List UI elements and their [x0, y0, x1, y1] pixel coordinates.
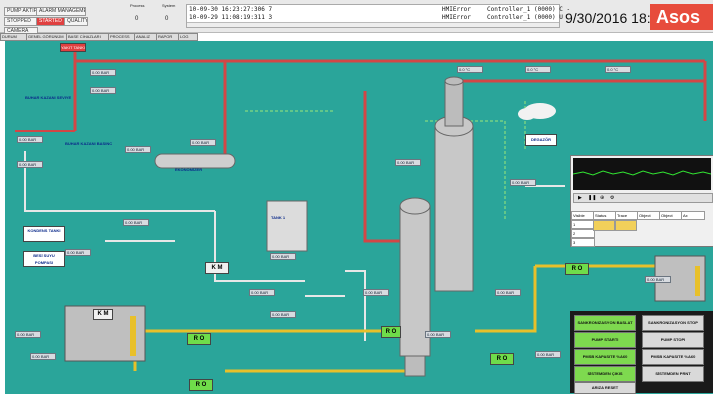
tab-process[interactable]: PROCESS [108, 33, 136, 41]
tag-value: 0.00 BAR [395, 159, 421, 166]
toolbar-button-stopped[interactable]: STOPPED [4, 17, 38, 26]
pump-marker[interactable]: R O [490, 353, 514, 365]
datetime-display: 9/30/2016 18:14 [565, 10, 667, 26]
pump-marker[interactable]: R O [189, 379, 213, 391]
pump-marker[interactable]: R O [187, 333, 211, 345]
tag-value: 0.00 BAR [363, 289, 389, 296]
capacity-button[interactable]: PMSB KAPASITE %A60 [574, 349, 636, 365]
log-row-source: HMIError [442, 6, 471, 13]
log-row: 10-09-30 16:23:27:306 7 [189, 6, 273, 13]
play-icon[interactable]: ▶ [578, 195, 582, 201]
tag-value: 0.00 BAR [270, 253, 296, 260]
tab-analiz[interactable]: ANALIZ [134, 33, 158, 41]
equipment-label: EKONOMİZER [175, 167, 203, 172]
toolbar-button-quality[interactable]: QUALITY [64, 17, 88, 26]
tag-value: 0.00 BAR [510, 179, 536, 186]
tag-value: 0.00 BAR [30, 353, 56, 360]
table-header: Object [637, 211, 661, 220]
pause-icon[interactable]: ❚❚ [588, 195, 597, 201]
tag-value: 0.00 BAR [90, 69, 116, 76]
table-cell[interactable]: 1 [571, 220, 595, 229]
top-toolbar: PUMP AKTIF ALARM MANAGEMENT STOPPED STAR… [0, 0, 713, 36]
pump-marker[interactable]: R O [565, 263, 589, 275]
trend-table: Visible Status Trace Object Object Ax 1 … [571, 211, 713, 247]
tag-value: 0.00 BAR [190, 139, 216, 146]
control-panel: SANKRONIZASYON BASLAT SANKRONIZASYON STO… [570, 311, 713, 394]
trend-plot [572, 158, 712, 190]
alarm-log-panel[interactable]: 10-09-30 16:23:27:306 7 10-09-29 11:08:1… [186, 4, 570, 28]
system-count: 0 [165, 16, 169, 22]
tag-value: 0.00 BAR [123, 219, 149, 226]
alarm-box[interactable]: YAKIT TANKI [60, 43, 86, 52]
system-label: System [162, 3, 176, 8]
pipe-network [15, 47, 707, 377]
tag-value: 0.00 BAR [125, 146, 151, 153]
tag-value: 0.00 BAR [535, 351, 561, 358]
log-scrollbar[interactable] [187, 22, 559, 27]
log-row-source: HMIError [442, 14, 471, 21]
equipment-label: BUHAR KAZANI SEVIYE [25, 95, 72, 100]
process-diagram: 0.00 BAR 0.00 BAR 0.00 BAR 0.00 BAR 0.00… [5, 41, 713, 394]
capacity-button-2[interactable]: PMSB KAPASITE %A60 [642, 349, 704, 365]
tag-value: 0.0 °C [457, 66, 483, 73]
pump-marker[interactable]: R O [381, 326, 401, 338]
tag-value: 0.00 BAR [65, 249, 91, 256]
process-label: Process [130, 3, 145, 8]
trace-color [593, 220, 615, 231]
tag-value: 0.00 BAR [249, 289, 275, 296]
equipment-label: TANK 1 [271, 215, 286, 220]
process-count: 0 [135, 16, 139, 22]
tag-value: 0.00 BAR [270, 311, 296, 318]
sync-start-button[interactable]: SANKRONIZASYON BASLAT [574, 315, 636, 331]
tag-value: 0.00 BAR [15, 331, 41, 338]
print-button[interactable]: SİSTEMDEN PRNT [642, 366, 704, 382]
sync-stop-button[interactable]: SANKRONIZASYON STOP [642, 315, 704, 331]
tab-base-cihazlari[interactable]: BASE CİHAZLARI [66, 33, 110, 41]
table-header: Status [593, 211, 617, 220]
view-tabs: DURUM GENEL GÖRÜNÜM BASE CİHAZLARI PROCE… [0, 33, 260, 41]
log-row-controller: Controller_1 (0000) U [487, 14, 563, 21]
toolbar-button-started[interactable]: STARTED [36, 17, 66, 26]
pump-start-button[interactable]: PUMP STARTI [574, 332, 636, 348]
trace-color [615, 220, 637, 231]
trend-chart[interactable]: ▶ ❚❚ ⊕ ⚙ Visible Status Trace Object Obj… [570, 155, 713, 247]
pump-stop-button[interactable]: PUMP STOPI [642, 332, 704, 348]
info-box: DEGAZÖR [525, 134, 557, 146]
tag-value: 0.00 BAR [90, 87, 116, 94]
equipment-label: BUHAR KAZANI BASINC [65, 141, 113, 146]
tag-value: 0.00 BAR [17, 161, 43, 168]
info-box: BESİ SUYU POMPASI [23, 251, 65, 267]
table-cell[interactable]: 2 [571, 229, 595, 238]
tab-rapor[interactable]: RAPOR [156, 33, 180, 41]
info-box: KONDENS TANKI [23, 226, 65, 242]
settings-icon[interactable]: ⚙ [610, 195, 615, 201]
motor-marker[interactable]: K M [205, 262, 229, 274]
motor-marker[interactable]: K M [93, 309, 113, 320]
toolbar-button-alarm-management[interactable]: ALARM MANAGEMENT [36, 7, 86, 16]
tag-value: 0.0 °C [525, 66, 551, 73]
toolbar-button-pump-aktif[interactable]: PUMP AKTIF [4, 7, 38, 16]
table-cell[interactable]: 3 [571, 238, 595, 247]
tab-genel-gorunum[interactable]: GENEL GÖRÜNÜM [26, 33, 68, 41]
exit-system-button[interactable]: SİSTEMDEN ÇIKIS [574, 366, 636, 382]
tab-durum[interactable]: DURUM [0, 33, 28, 41]
log-row: 10-09-29 11:08:19:311 3 [189, 14, 273, 21]
tab-log[interactable]: LOG [178, 33, 198, 41]
tag-value: 0.00 BAR [17, 136, 43, 143]
tag-value: 0.00 BAR [495, 289, 521, 296]
brand-logo: Asos [650, 4, 713, 30]
tag-value: 0.00 BAR [425, 331, 451, 338]
tag-value: 0.0 °C [605, 66, 631, 73]
table-header: Object [659, 211, 683, 220]
tag-value: 0.00 BAR [645, 276, 671, 283]
table-header: Visible [571, 211, 595, 220]
log-row-controller: Controller_1 (0000) C - [487, 6, 571, 13]
table-header: Ax [681, 211, 705, 220]
table-header: Trace [615, 211, 639, 220]
zoom-icon[interactable]: ⊕ [600, 195, 605, 201]
fault-reset-button[interactable]: ARIZA RESET [574, 382, 636, 394]
trend-toolbar: ▶ ❚❚ ⊕ ⚙ [573, 193, 713, 203]
